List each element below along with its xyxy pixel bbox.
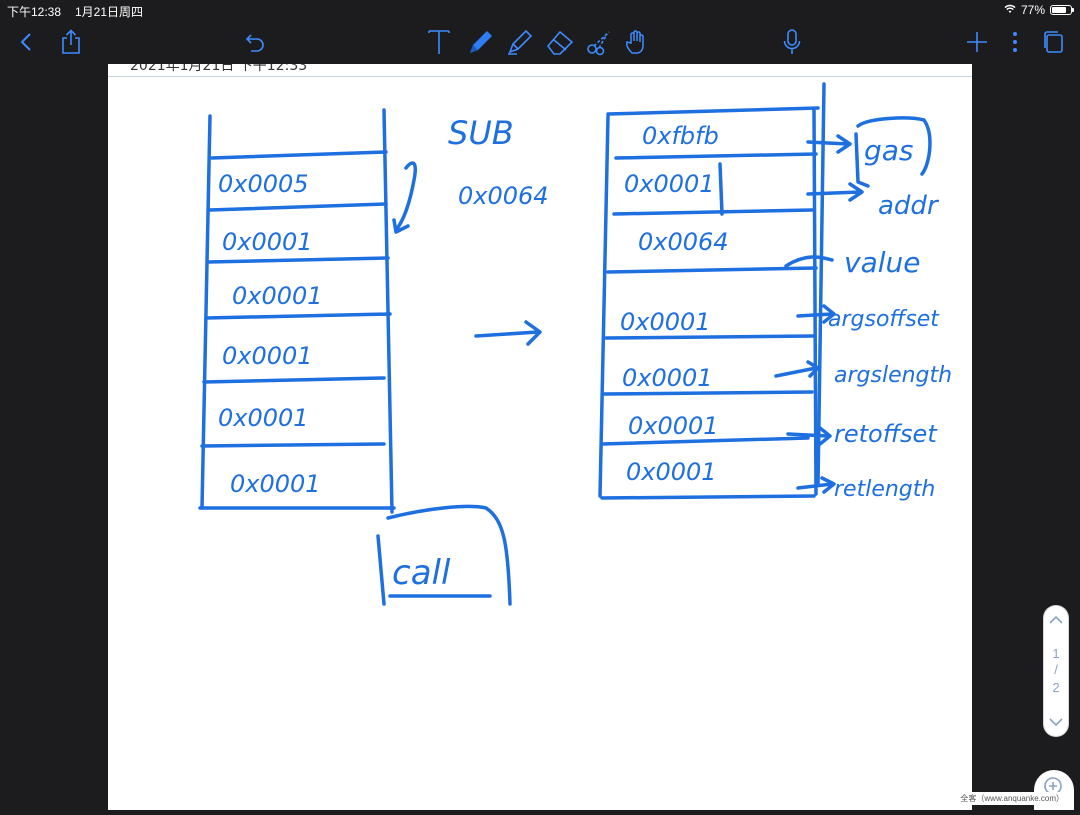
right-cell-7: 0x0001 — [626, 458, 717, 486]
text-tool-icon — [428, 30, 450, 54]
label-value: value — [844, 246, 920, 279]
microphone-button[interactable] — [780, 20, 804, 64]
label-argsoffset: argsoffset — [828, 307, 940, 332]
eraser-button[interactable] — [542, 20, 578, 64]
lasso-icon — [587, 31, 610, 56]
right-cell-1: 0xfbfb — [642, 122, 719, 150]
pen-tool-button[interactable] — [464, 20, 498, 64]
battery-percent: 77% — [1020, 3, 1045, 17]
back-button[interactable] — [14, 20, 38, 64]
left-cell-5: 0x0001 — [218, 404, 309, 432]
right-cell-4: 0x0001 — [620, 308, 711, 336]
more-icon — [1013, 32, 1017, 52]
right-cell-2: 0x0001 — [624, 170, 715, 198]
label-retoffset: retoffset — [834, 420, 938, 448]
label-argslength: argslength — [834, 363, 952, 388]
text-tool-button[interactable] — [426, 20, 452, 64]
note-date: 2021年1月21日 下午12:33 — [130, 64, 308, 74]
toolbar — [0, 20, 1080, 64]
chevron-down-icon — [1049, 718, 1063, 727]
left-cell-6: 0x0001 — [230, 470, 321, 498]
current-page-number: 1 — [1052, 646, 1060, 661]
right-cell-5: 0x0001 — [622, 364, 713, 392]
left-cell-1: 0x0005 — [218, 170, 309, 198]
page-up-button[interactable] — [1044, 610, 1068, 630]
label-addr: addr — [878, 191, 940, 221]
right-cell-6: 0x0001 — [628, 412, 719, 440]
highlighter-button[interactable] — [504, 20, 536, 64]
add-icon — [967, 32, 987, 52]
microphone-icon — [783, 29, 801, 54]
status-right: 77% — [1004, 3, 1074, 17]
call-label: call — [392, 553, 451, 593]
page-down-button[interactable] — [1044, 712, 1068, 732]
left-cell-3: 0x0001 — [232, 282, 323, 310]
pages-button[interactable] — [1042, 20, 1066, 64]
op-label: SUB — [448, 114, 514, 152]
handwriting-canvas: 0x0005 0x0001 0x0001 0x0001 0x0001 0x000… — [198, 82, 952, 606]
watermark: 全客（www.anquanke.com） — [958, 792, 1066, 805]
pen-tool-icon — [470, 31, 492, 53]
page-navigator: 1 / 2 — [1044, 606, 1068, 736]
page-separator: / — [1054, 662, 1058, 677]
lasso-button[interactable] — [584, 20, 614, 64]
status-bar: 下午12:38 1月21日周四 77% — [0, 0, 1080, 20]
header-rule — [108, 76, 972, 77]
share-icon — [62, 29, 80, 54]
back-icon — [20, 33, 31, 51]
pages-icon — [1044, 31, 1063, 53]
right-cell-3: 0x0064 — [638, 228, 729, 256]
chevron-up-icon — [1049, 615, 1063, 624]
label-gas: gas — [864, 134, 914, 167]
battery-fill — [1052, 7, 1066, 13]
battery-icon — [1050, 5, 1074, 15]
left-cell-4: 0x0001 — [222, 342, 313, 370]
undo-button[interactable] — [242, 20, 268, 64]
hand-tool-button[interactable] — [622, 20, 652, 64]
add-page-button[interactable] — [964, 20, 990, 64]
undo-icon — [245, 34, 264, 52]
hand-tool-icon — [626, 30, 644, 54]
op-value: 0x0064 — [458, 182, 549, 210]
status-time: 下午12:38 — [7, 5, 62, 19]
highlighter-icon — [508, 29, 533, 55]
total-page-number: 2 — [1052, 680, 1060, 695]
eraser-icon — [546, 30, 574, 55]
left-cell-2: 0x0001 — [222, 228, 313, 256]
label-retlength: retlength — [834, 477, 935, 502]
status-date: 1月21日周四 — [75, 5, 144, 19]
share-button[interactable] — [58, 20, 84, 64]
note-page[interactable]: 2021年1月21日 下午12:33 — [108, 64, 972, 810]
wifi-icon — [1004, 3, 1016, 17]
more-button[interactable] — [1006, 20, 1024, 64]
